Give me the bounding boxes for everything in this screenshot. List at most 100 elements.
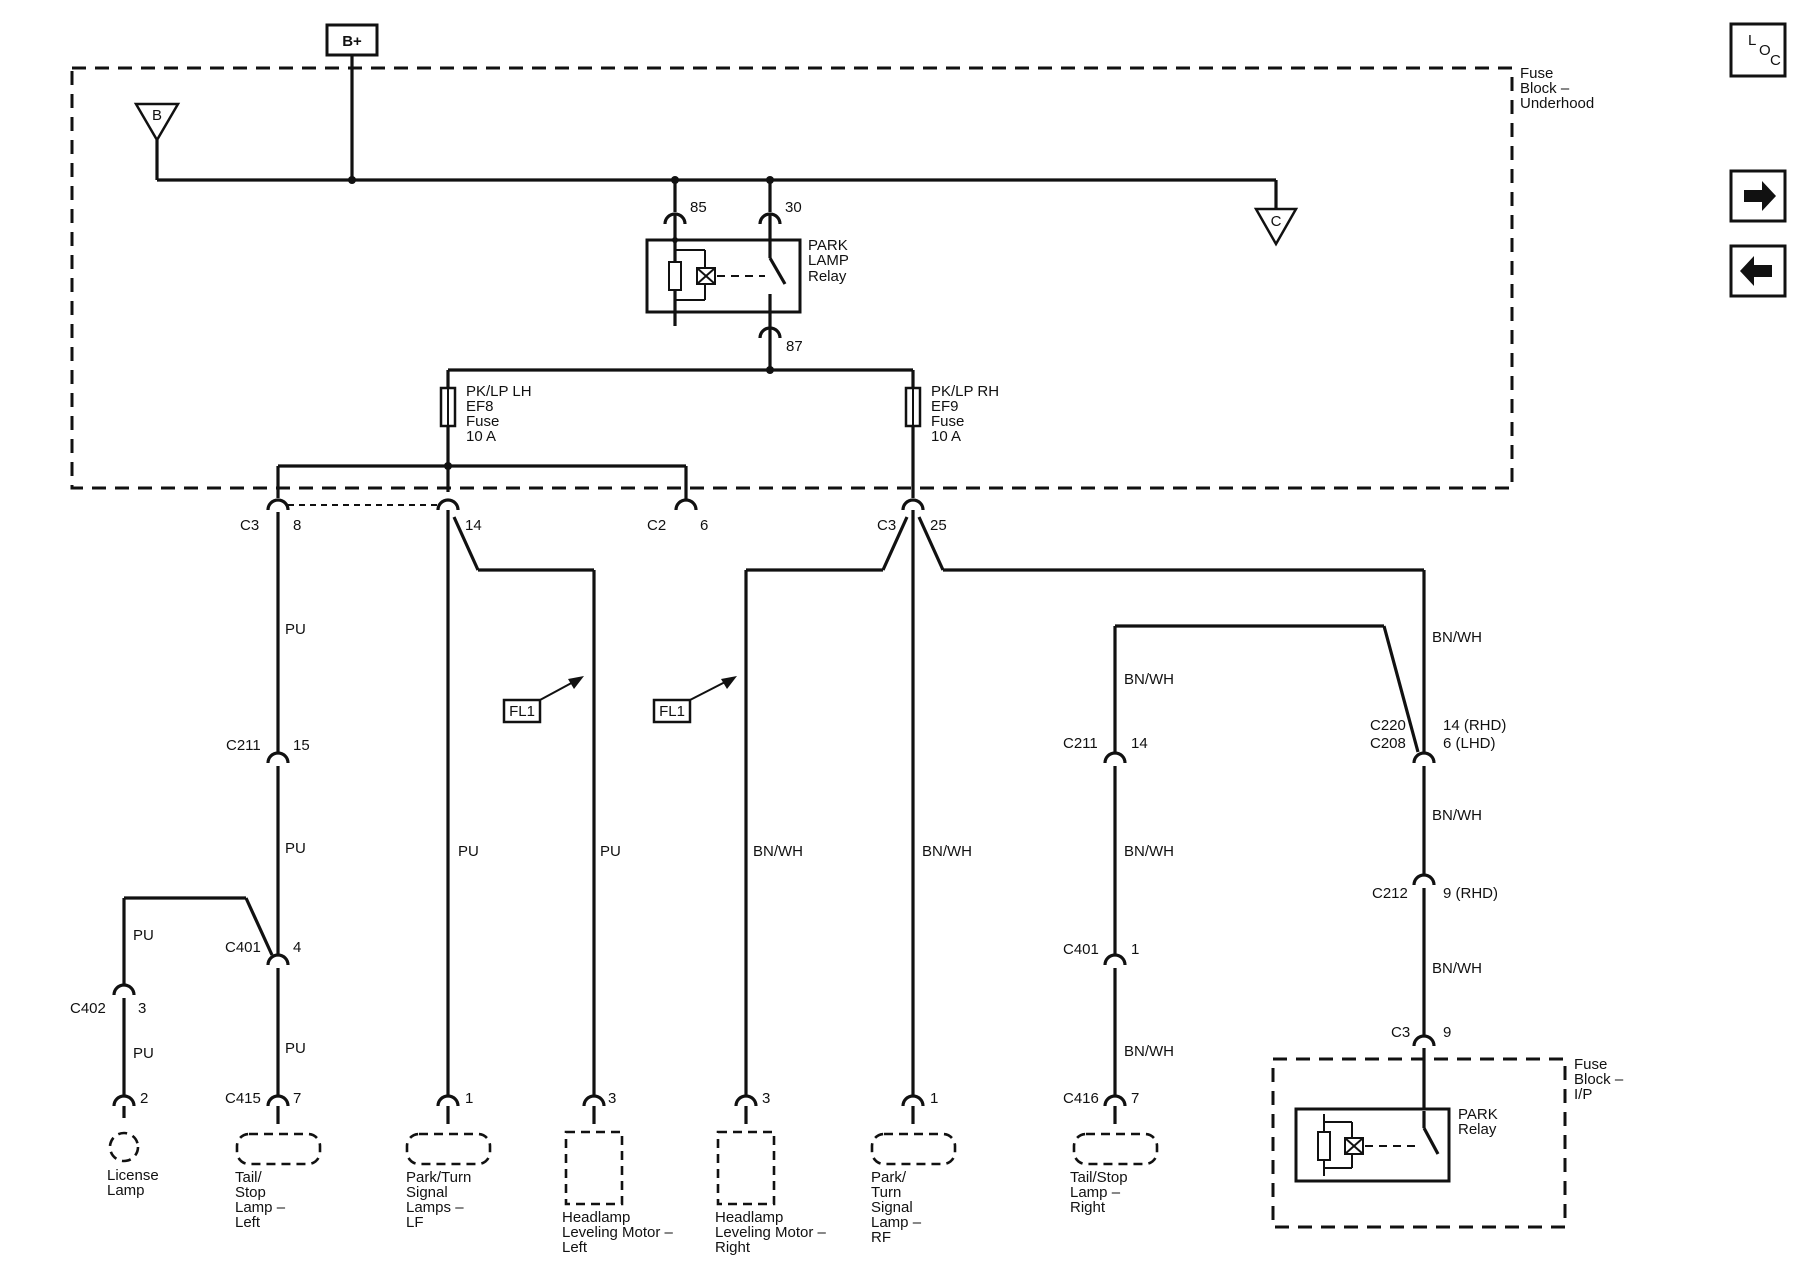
svg-text:O: O [1759, 42, 1771, 59]
wire-bnwh-right-side [734, 510, 1436, 1124]
svg-text:Headlamp: Headlamp [715, 1209, 783, 1226]
wire-label-bnwh: BN/WH [1124, 1043, 1174, 1060]
svg-text:Headlamp: Headlamp [562, 1209, 630, 1226]
svg-text:FL1: FL1 [659, 703, 685, 720]
svg-text:PK/LP RH: PK/LP RH [931, 383, 999, 400]
connector-c3b-name: C3 [877, 517, 896, 534]
connector-c3-pin-14: 14 [465, 517, 482, 534]
relay-pin-87: 87 [786, 338, 803, 355]
svg-text:10 A: 10 A [931, 428, 961, 445]
wire-label-bnwh: BN/WH [1432, 960, 1482, 977]
fl1-reference-left[interactable]: FL1 [502, 676, 584, 724]
connector-c416-name: C416 [1063, 1090, 1099, 1107]
svg-text:Turn: Turn [871, 1184, 901, 1201]
offpage-b-label: B [152, 107, 162, 124]
connector-c2-pin-6: 6 [700, 517, 708, 534]
headlamp-leveling-motor-left [564, 1130, 624, 1206]
connector-c3-pin-8: 8 [293, 517, 301, 534]
fuse-block-underhood-label: Fuse Block – Underhood [1520, 65, 1594, 112]
hl-motor-right-label: Headlamp Leveling Motor – Right [715, 1209, 827, 1256]
svg-text:Block –: Block – [1520, 80, 1570, 97]
svg-text:Park/Turn: Park/Turn [406, 1169, 471, 1186]
connector-c3c-name: C3 [1391, 1024, 1410, 1041]
license-lamp [108, 1131, 140, 1163]
connector-c3-name: C3 [240, 517, 259, 534]
svg-text:Tail/: Tail/ [235, 1169, 263, 1186]
previous-page-button[interactable] [1729, 244, 1787, 298]
svg-text:Lamps –: Lamps – [406, 1199, 464, 1216]
connector-c401-name: C401 [225, 939, 261, 956]
svg-text:Signal: Signal [406, 1184, 448, 1201]
wire-label-bnwh: BN/WH [922, 843, 972, 860]
connector-c211b-name: C211 [1063, 735, 1098, 752]
wire-pu-park-turn-lf [436, 510, 606, 1124]
svg-text:License: License [107, 1167, 159, 1184]
wire-label-bnwh: BN/WH [753, 843, 803, 860]
fl1-reference-right[interactable]: FL1 [652, 676, 737, 724]
connector-c416-pin-7: 7 [1131, 1090, 1139, 1107]
fuse-ef9-label: PK/LP RH EF9 Fuse 10 A [931, 383, 999, 445]
fuse-block-ip-outline [1271, 1057, 1567, 1229]
supply-bus [155, 55, 1278, 212]
connector-c415-name: C415 [225, 1090, 261, 1107]
svg-text:Lamp –: Lamp – [871, 1214, 922, 1231]
connector-c2-name: C2 [647, 517, 666, 534]
connector-c401-pin-1: 1 [1131, 941, 1139, 958]
svg-text:Right: Right [715, 1239, 751, 1256]
wire-label-pu: PU [285, 840, 306, 857]
connector-c401-pin-4: 4 [293, 939, 301, 956]
park-turn-rf-label: Park/ Turn Signal Lamp – RF [871, 1169, 922, 1246]
fuse-block-underhood-outline [70, 66, 1514, 490]
offpage-c-label: C [1271, 213, 1282, 230]
connector-c402-name: C402 [70, 1000, 106, 1017]
svg-text:Park/: Park/ [871, 1169, 907, 1186]
park-turn-lf-pin: 1 [465, 1090, 473, 1107]
fuse-ef9 [904, 370, 922, 498]
wire-label-pu: PU [458, 843, 479, 860]
svg-text:PK/LP LH: PK/LP LH [466, 383, 532, 400]
svg-text:Right: Right [1070, 1199, 1106, 1216]
hl-motor-left-pin: 3 [608, 1090, 616, 1107]
tail-stop-lamp-right [1072, 1132, 1159, 1166]
svg-text:Relay: Relay [1458, 1121, 1497, 1138]
wire-label-pu: PU [285, 621, 306, 638]
connector-c401b-name: C401 [1063, 941, 1099, 958]
svg-text:Block –: Block – [1574, 1071, 1624, 1088]
license-lamp-pin: 2 [140, 1090, 148, 1107]
svg-text:Fuse: Fuse [1520, 65, 1553, 82]
svg-text:L: L [1748, 32, 1756, 49]
wire-label-bnwh: BN/WH [1124, 843, 1174, 860]
svg-text:Leveling Motor –: Leveling Motor – [715, 1224, 827, 1241]
connector-c3-pin-25: 25 [930, 517, 947, 534]
svg-text:Stop: Stop [235, 1184, 266, 1201]
connector-c208-name: C208 [1370, 735, 1406, 752]
svg-text:Lamp: Lamp [107, 1182, 145, 1199]
b-plus-label: B+ [342, 33, 362, 50]
svg-text:EF8: EF8 [466, 398, 494, 415]
connector-c402-pin-3: 3 [138, 1000, 146, 1017]
wire-pu-tail-stop-left [112, 512, 290, 1124]
svg-text:Lamp –: Lamp – [1070, 1184, 1121, 1201]
svg-text:Fuse: Fuse [1574, 1056, 1607, 1073]
svg-text:Underhood: Underhood [1520, 95, 1594, 112]
park-turn-signal-lamp-rf [870, 1132, 957, 1166]
headlamp-leveling-motor-right [716, 1130, 776, 1206]
svg-text:FL1: FL1 [509, 703, 535, 720]
svg-text:Relay: Relay [808, 268, 847, 285]
connector-c220-name: C220 [1370, 717, 1406, 734]
ip-park-relay-label: PARK Relay [1458, 1106, 1498, 1138]
svg-text:EF9: EF9 [931, 398, 959, 415]
svg-text:Leveling Motor –: Leveling Motor – [562, 1224, 674, 1241]
relay-pin-85: 85 [690, 199, 707, 216]
park-lamp-relay-label: PARK LAMP Relay [808, 237, 849, 285]
loc-button[interactable]: L O C [1729, 22, 1787, 78]
next-page-button[interactable] [1729, 169, 1787, 223]
wire-label-pu: PU [133, 1045, 154, 1062]
park-turn-signal-lamps-lf [405, 1132, 492, 1166]
svg-text:Left: Left [235, 1214, 261, 1231]
hl-motor-right-pin: 3 [762, 1090, 770, 1107]
svg-text:LAMP: LAMP [808, 252, 849, 269]
svg-text:PARK: PARK [808, 237, 848, 254]
tail-stop-lamp-left [235, 1132, 322, 1166]
